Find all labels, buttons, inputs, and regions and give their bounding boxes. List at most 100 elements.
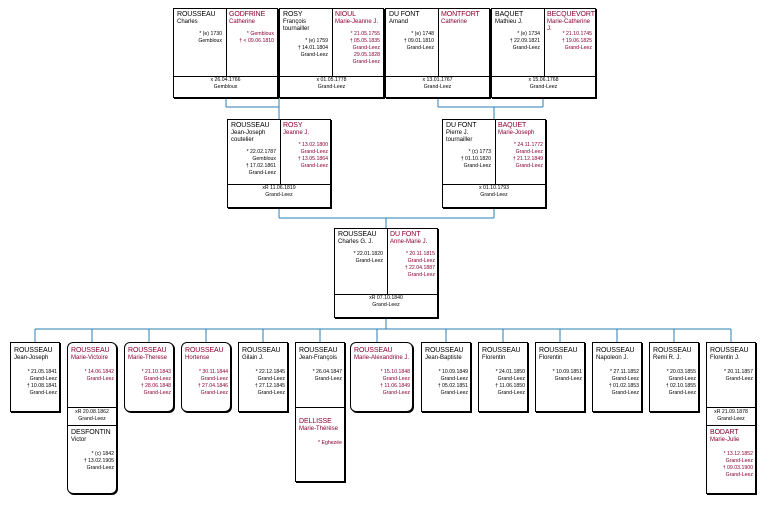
- event-line: † 13.02.1905: [83, 458, 114, 464]
- event-line: Grand-Leez: [515, 163, 543, 169]
- event-line: Grand-Leez: [314, 376, 342, 382]
- event-line: Grand-Leez: [529, 84, 558, 90]
- event-line: xR 20.08.1862: [75, 409, 109, 415]
- event-line: Grand-Leez: [564, 45, 592, 51]
- event-line: * (c) 1773: [468, 149, 492, 155]
- child-surname: ROUSSEAU: [482, 347, 521, 354]
- event-line: x 15.06.1768: [528, 77, 559, 83]
- husband-surname: ROUSSEAU: [231, 122, 270, 129]
- event-line: † 11.06.1850: [495, 383, 525, 389]
- event-line: Grand-Leez: [86, 465, 114, 471]
- event-line: x 01.10.1793: [479, 185, 509, 191]
- event-line: Grand-Leez: [554, 376, 582, 382]
- event-line: Grand-Leez: [382, 376, 410, 382]
- wife-given: Catherine: [441, 19, 468, 25]
- spouse-surname: DESFONTIN: [71, 429, 111, 436]
- event-line: * 22.01.1820: [353, 251, 383, 257]
- husband-given: Pierre J. tournailler: [446, 130, 473, 143]
- child-surname: ROUSSEAU: [539, 347, 578, 354]
- child-surname: ROUSSEAU: [242, 347, 281, 354]
- event-line: Grand-Leez: [497, 376, 525, 382]
- event-line: Grand-Leez: [717, 416, 745, 422]
- event-line: * 30.11.1844: [198, 369, 228, 375]
- event-line: † 19.06.1825: [561, 38, 592, 44]
- event-line: † 02.10.1855: [665, 383, 696, 389]
- event-line: † 09.03.1900: [722, 465, 753, 471]
- event-line: Grand-Leez: [407, 272, 435, 278]
- child-surname: ROUSSEAU: [299, 347, 338, 354]
- event-line: * 10.09.1849: [438, 369, 468, 375]
- event-line: Grand-Leez: [725, 472, 753, 478]
- event-line: Grand-Leez: [611, 390, 639, 396]
- event-line: Grand-Leez: [248, 170, 276, 176]
- spouse-divider: [68, 407, 116, 408]
- event-line: * 10.09.1851: [552, 369, 582, 375]
- event-line: * 22.12.1845: [255, 369, 285, 375]
- wife-surname: NIOUL: [335, 11, 356, 18]
- spouse-given: Marie-Thérèse: [299, 426, 339, 432]
- event-line: Grand-Leez: [29, 390, 57, 396]
- event-line: Grand-Leez: [265, 192, 293, 198]
- child-given: Jean-Baptiste: [425, 355, 462, 361]
- event-line: Grand-Leez: [440, 390, 468, 396]
- couple-divider: [495, 120, 496, 184]
- event-line: Grand-Leez: [86, 376, 114, 382]
- event-line: † 11.06.1849: [380, 383, 410, 389]
- child-given: Marie-Alexandrine J.: [354, 355, 410, 361]
- couple-divider: [544, 9, 545, 76]
- wife-given: Marie-Joseph: [498, 130, 535, 136]
- husband-surname: DU FONT: [389, 11, 420, 18]
- couple-divider: [387, 229, 388, 294]
- event-line: Grand-Leez: [355, 258, 383, 264]
- marriage-divider: [335, 294, 437, 295]
- child-surname: ROUSSEAU: [710, 347, 749, 354]
- event-line: † 17.02.1861: [245, 163, 276, 169]
- spouse-divider: [68, 425, 116, 426]
- husband-surname: BAQUET: [495, 11, 524, 18]
- event-line: * 13.02.1800: [298, 142, 328, 148]
- child-given: Marie-Therese: [128, 355, 168, 361]
- marriage-divider: [443, 184, 545, 185]
- wife-given: Marie-Catherine J.: [547, 19, 591, 32]
- event-line: † 01.02.1853: [608, 383, 639, 389]
- event-line: † 10.08.1841: [26, 383, 57, 389]
- event-line: Grand-Leez: [257, 390, 285, 396]
- event-line: Grand-Leez: [300, 149, 328, 155]
- event-line: x 01.05.1778: [316, 77, 347, 83]
- child-surname: ROUSSEAU: [653, 347, 692, 354]
- event-line: † 27.04.1846: [197, 383, 228, 389]
- event-line: † 22.04.1887: [404, 265, 435, 271]
- event-line: Grand-Leez: [668, 390, 696, 396]
- event-line: * 26.04.1847: [312, 369, 342, 375]
- event-line: * (e) 1759: [305, 38, 328, 44]
- event-line: Grand-Leez: [725, 376, 753, 382]
- husband-given: Amand: [389, 19, 409, 25]
- event-line: Grand-Leez: [725, 458, 753, 464]
- event-line: † 13.05.1864: [297, 156, 328, 162]
- husband-given: Jean-Joseph coutelier: [231, 130, 266, 143]
- event-line: x 26.04.1766: [210, 77, 241, 83]
- event-line: † 28.06.1848: [140, 383, 171, 389]
- child-surname: ROUSSEAU: [128, 347, 167, 354]
- event-line: * (e) 1734: [517, 31, 540, 37]
- marriage-divider: [228, 184, 330, 185]
- spouse-surname: BODART: [710, 429, 739, 436]
- wife-surname: DU FONT: [390, 231, 421, 238]
- event-line: Grand-Leez: [143, 390, 171, 396]
- child-surname: ROUSSEAU: [14, 347, 53, 354]
- event-line: * 14.06.1842: [84, 369, 114, 375]
- child-surname: ROUSSEAU: [596, 347, 635, 354]
- event-line: Grand-Leez: [497, 390, 525, 396]
- wife-given: Catherine: [229, 19, 256, 25]
